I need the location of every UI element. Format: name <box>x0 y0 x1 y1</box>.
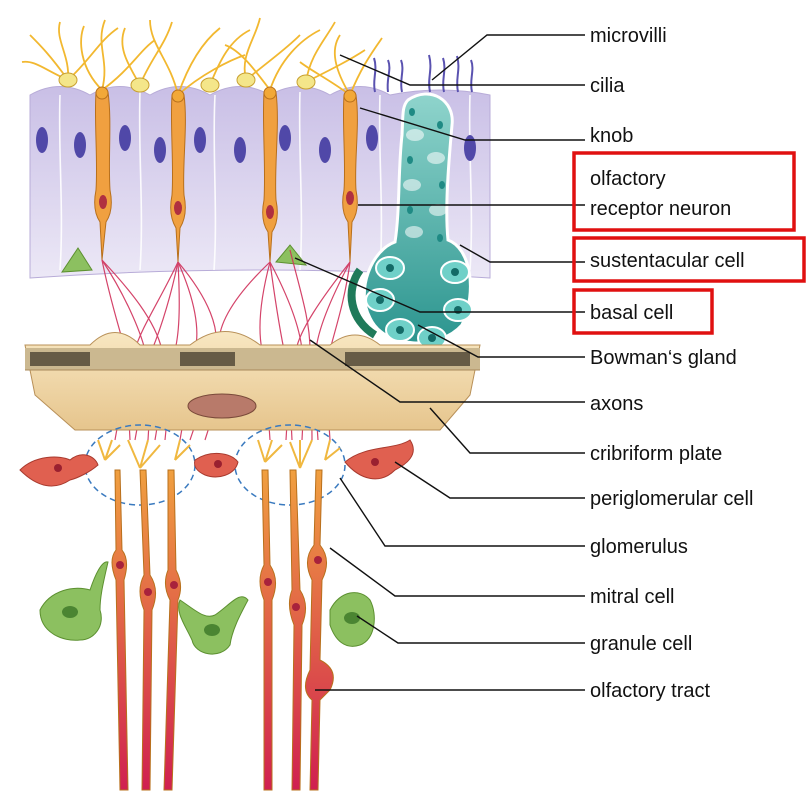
label-olfactory-receptor-neuron-line1: olfactory <box>590 168 666 190</box>
label-basal-cell: basal cell <box>590 302 673 324</box>
microvilli <box>374 55 472 92</box>
labels: microvilli cilia knob olfactory receptor… <box>590 25 753 702</box>
label-microvilli: microvilli <box>590 25 667 47</box>
label-axons: axons <box>590 393 643 415</box>
label-cilia: cilia <box>590 75 625 97</box>
label-bowmans-gland: Bowman‘s gland <box>590 347 737 369</box>
label-olfactory-tract: olfactory tract <box>590 680 710 702</box>
label-glomerulus: glomerulus <box>590 536 688 558</box>
label-granule-cell: granule cell <box>590 633 692 655</box>
label-cribriform-plate: cribriform plate <box>590 443 722 465</box>
label-sustentacular-cell: sustentacular cell <box>590 250 745 272</box>
label-mitral-cell: mitral cell <box>590 586 674 608</box>
cribriform-plate <box>25 332 480 431</box>
label-olfactory-receptor-neuron-line2: receptor neuron <box>590 198 731 220</box>
label-knob: knob <box>590 125 633 147</box>
label-periglomerular-cell: periglomerular cell <box>590 488 753 510</box>
